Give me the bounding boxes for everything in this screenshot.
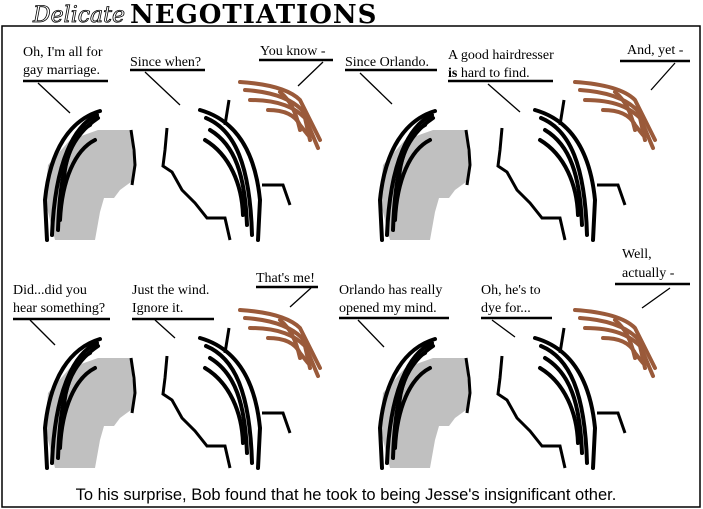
title-script: Delicate — [32, 3, 125, 28]
speech-line: Orlando has really — [339, 283, 442, 298]
panel-3-dialogue: Did...did you hear something? Just the w… — [13, 271, 318, 346]
speech-line: You know - — [260, 44, 326, 59]
speech-line: Ignore it. — [132, 301, 183, 316]
panel-4-art — [378, 308, 657, 470]
speech-line: Well, — [622, 247, 652, 262]
title-main: NEGOTIATIONS — [130, 0, 377, 30]
speech-text: hard to find. — [457, 66, 529, 81]
speech-line: A good hairdresser — [448, 48, 554, 63]
speech-line: Oh, he's to — [481, 283, 541, 298]
speech-line: hear something? — [13, 301, 105, 316]
panel-2-art — [378, 80, 657, 242]
comic-frame — [1, 25, 701, 508]
speech-line: Oh, I'm all for — [23, 45, 103, 60]
speech-line: actually - — [622, 266, 675, 281]
panel-1-dialogue: Oh, I'm all for gay marriage. Since when… — [23, 44, 333, 114]
speech-line: That's me! — [256, 271, 315, 286]
speech-line: Since Orlando. — [345, 55, 429, 70]
panel-4-dialogue: Orlando has really opened my mind. Oh, h… — [339, 247, 690, 348]
speech-line: opened my mind. — [339, 301, 437, 316]
panel-2-dialogue: Since Orlando. A good hairdresser is har… — [345, 43, 690, 113]
panel-1-art — [43, 80, 322, 242]
speech-line: Did...did you — [13, 283, 87, 298]
speech-line: gay marriage. — [23, 63, 100, 78]
speech-line: And, yet - — [627, 43, 684, 58]
speech-emphasis: is — [448, 66, 458, 81]
speech-line: is hard to find. — [448, 66, 530, 81]
speech-line: Since when? — [130, 55, 201, 70]
speech-line: dye for... — [481, 301, 531, 316]
panel-3-art — [43, 308, 322, 470]
speech-line: Just the wind. — [132, 283, 209, 298]
caption: To his surprise, Bob found that he took … — [76, 486, 617, 504]
